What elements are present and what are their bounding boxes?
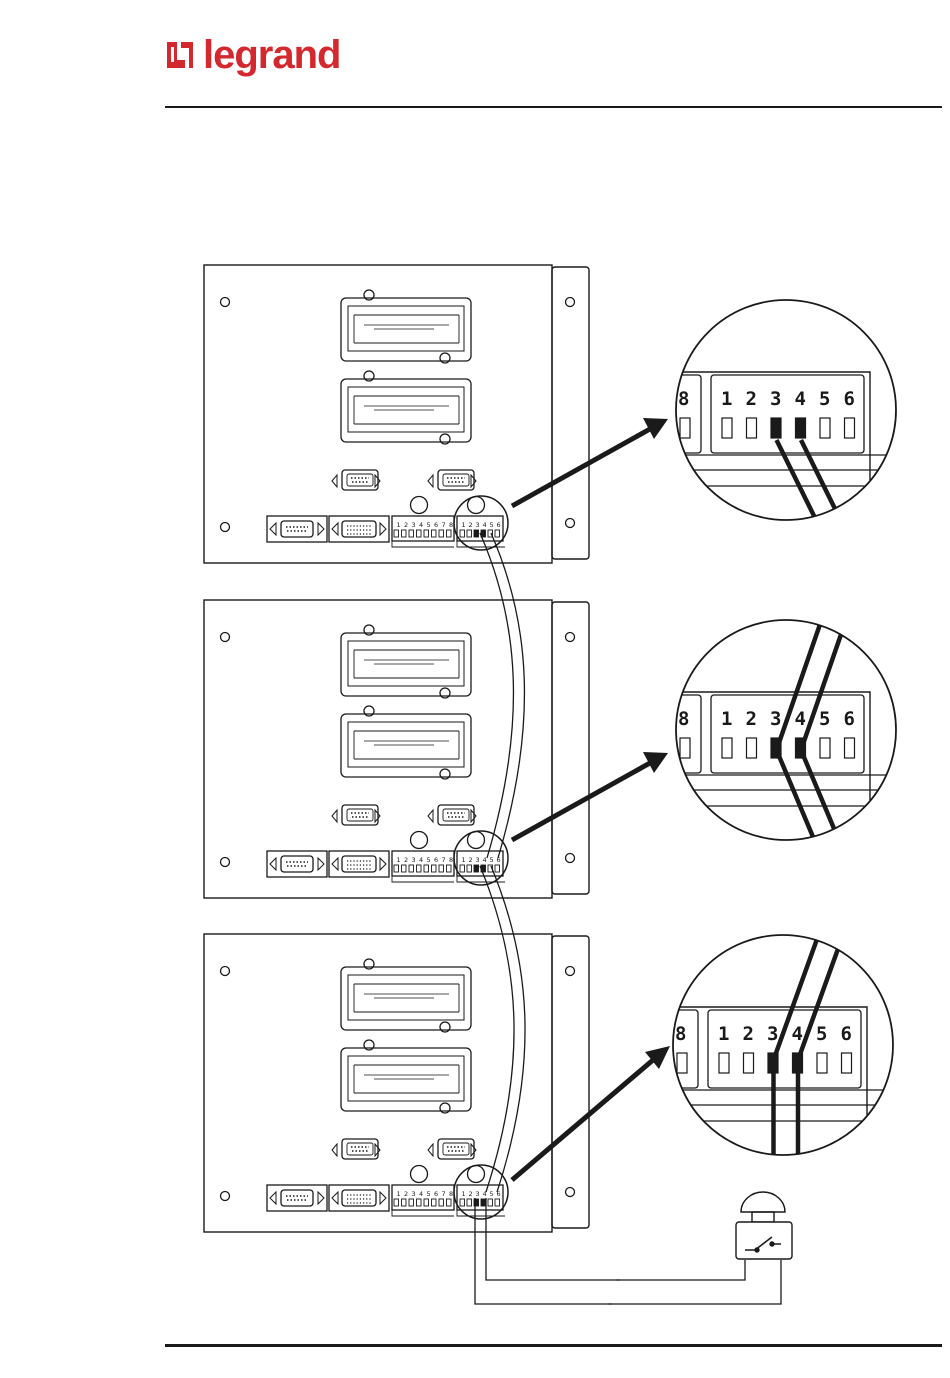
zoom-label: 1	[721, 708, 732, 730]
callout-arrows	[512, 429, 653, 1180]
zoom-label: 6	[844, 388, 855, 410]
terminal-number: 1	[397, 521, 401, 529]
terminal-number: 7	[442, 521, 446, 529]
terminal-number: 5	[490, 856, 494, 864]
terminal-number: 4	[483, 856, 487, 864]
zoom-label: 3	[770, 388, 781, 410]
terminal-number: 1	[397, 1190, 401, 1198]
terminal-number: 6	[434, 521, 438, 529]
terminal-number: 1	[462, 521, 466, 529]
unit-middle	[204, 600, 589, 898]
zoom-label: 8	[678, 388, 689, 410]
terminal-number: 5	[427, 521, 431, 529]
terminal-number: 6	[434, 856, 438, 864]
terminal-number: 3	[476, 521, 480, 529]
zoom-label: 6	[841, 1023, 852, 1045]
zoom-label: 5	[819, 708, 830, 730]
terminal-number: 4	[483, 521, 487, 529]
terminal-number: 8	[449, 856, 453, 864]
terminal-number: 2	[404, 521, 408, 529]
terminal-number: 1	[397, 856, 401, 864]
terminal-number: 3	[412, 1190, 416, 1198]
zoom-wires	[777, 620, 847, 850]
switch-wiring	[475, 1198, 781, 1304]
terminal-number: 2	[469, 856, 473, 864]
terminal-number: 3	[476, 856, 480, 864]
zoom-label: 2	[746, 708, 757, 730]
terminal-number: 4	[419, 856, 423, 864]
terminal-number: 5	[427, 1190, 431, 1198]
terminal-number: 8	[449, 1190, 453, 1198]
zoom-label: 4	[795, 388, 806, 410]
zoom-label: 1	[718, 1023, 729, 1045]
unit-bottom	[204, 934, 589, 1232]
terminal-number: 3	[412, 521, 416, 529]
push-button-switch-icon	[736, 1192, 792, 1259]
terminal-number: 4	[419, 521, 423, 529]
terminal-number: 1	[462, 1190, 466, 1198]
terminal-number: 2	[469, 1190, 473, 1198]
terminal-number: 2	[404, 1190, 408, 1198]
terminal-number: 2	[404, 856, 408, 864]
terminal-number: 7	[442, 1190, 446, 1198]
zoom-label: 3	[767, 1023, 778, 1045]
zoom-label: 2	[746, 388, 757, 410]
terminal-number: 2	[469, 521, 473, 529]
terminal-number: 3	[476, 1190, 480, 1198]
zoom-wires	[774, 935, 844, 1165]
zoom-label: 5	[819, 388, 830, 410]
terminal-number: 6	[434, 1190, 438, 1198]
terminal-number: 5	[427, 856, 431, 864]
unit-top	[204, 265, 589, 563]
terminal-number: 4	[419, 1190, 423, 1198]
terminal-number: 3	[412, 856, 416, 864]
terminal-number: 5	[490, 1190, 494, 1198]
terminal-number: 8	[449, 521, 453, 529]
zoom-label: 4	[792, 1023, 803, 1045]
zoom-label: 4	[795, 708, 806, 730]
terminal-number: 1	[462, 856, 466, 864]
terminal-number: 6	[497, 521, 501, 529]
terminal-number: 5	[490, 521, 494, 529]
zoom-label: 2	[743, 1023, 754, 1045]
terminal-number: 7	[442, 856, 446, 864]
zoom-label: 3	[770, 708, 781, 730]
zoom-label: 8	[675, 1023, 686, 1045]
zoom-label: 6	[844, 708, 855, 730]
zoom-label: 1	[721, 388, 732, 410]
zoom-label: 5	[816, 1023, 827, 1045]
zoom-label: 8	[678, 708, 689, 730]
